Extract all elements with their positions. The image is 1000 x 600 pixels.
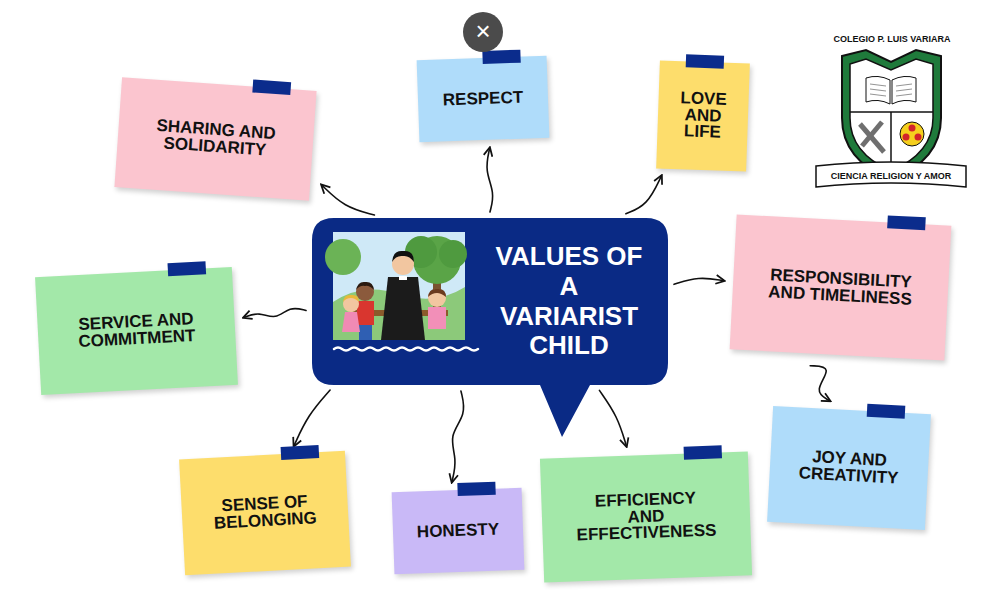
node-text: VALUES OF A VARIARIST CHILD [489,242,649,362]
illustration-part [399,276,407,280]
shield-inner [850,59,933,171]
sticky-note: SENSE OF BELONGING [179,451,351,576]
tape-strip [457,482,495,496]
node-text: SHARING AND SOLIDARITY [147,118,284,161]
cross-symbol [860,124,884,152]
tape-strip [867,404,906,419]
heart [903,134,910,141]
tape-strip [887,215,926,230]
tape-strip [684,445,722,459]
arrow-connector [244,309,306,318]
tape-strip [686,54,724,68]
node-text: RESPONSIBILITY AND TIMELINESS [757,267,924,309]
sticky-note: SERVICE AND COMMITMENT [35,267,238,395]
node-text: SENSE OF BELONGING [204,493,326,533]
node-text: LOVE AND LIFE [667,90,739,142]
arrow-connector [294,390,330,446]
motto-banner [816,162,966,187]
tape-strip [482,50,520,64]
sticky-note: EFFICIENCY AND EFFECTIVENESS [540,451,752,582]
arrow-connector [599,390,626,446]
arrow-connector [810,366,830,401]
sticky-note: RESPONSIBILITY AND TIMELINESS [730,214,952,360]
school-motto: CIENCIA RELIGION Y AMOR [816,168,966,184]
sticky-note: HONESTY [392,488,525,574]
arrow-connector [626,176,662,214]
illustration-part [343,295,359,302]
arrow-connector [487,148,493,212]
node-text: HONESTY [405,521,511,541]
illustration-part [357,301,374,325]
bubble-outline [312,218,668,437]
illustration-part [439,240,467,268]
sticky-note: SHARING AND SOLIDARITY [114,77,316,200]
illustration-part [428,289,446,297]
node-text: RESPECT [430,89,536,109]
illustration-part [381,277,425,340]
illustration-part [325,239,361,275]
illustration-part [392,251,414,262]
sticky-note: RESPECT [417,56,550,142]
illustration-part [356,282,374,290]
book-lines [870,84,912,96]
underline-squiggle [334,348,478,351]
central-bubble: VALUES OF A VARIARIST CHILD [312,218,668,385]
node-text: EFFICIENCY AND EFFECTIVENESS [575,490,718,545]
node-text: JOY AND CREATIVITY [788,448,910,488]
cross-symbol [862,122,882,146]
tape-strip [252,79,291,95]
sticky-note: LOVE AND LIFE [656,60,750,171]
sticky-note: JOY AND CREATIVITY [767,406,931,530]
arrow-connector [322,185,375,215]
school-name: COLEGIO P. LUIS VARIARA [822,33,962,45]
heart [915,134,922,141]
hearts-emblem [900,122,924,146]
illustration-part [428,289,446,307]
illustration-part [342,312,360,332]
tape-strip [281,445,320,460]
heart [909,125,916,132]
illustration [325,232,467,340]
illustration-part [428,307,446,329]
node-text: SERVICE AND COMMITMENT [63,311,210,352]
illustration-part [359,325,372,340]
close-button: × [463,12,503,52]
arrow-connector [674,278,724,284]
arrow-connector [452,391,464,482]
tape-strip [167,261,206,276]
shield-outer [842,50,941,180]
